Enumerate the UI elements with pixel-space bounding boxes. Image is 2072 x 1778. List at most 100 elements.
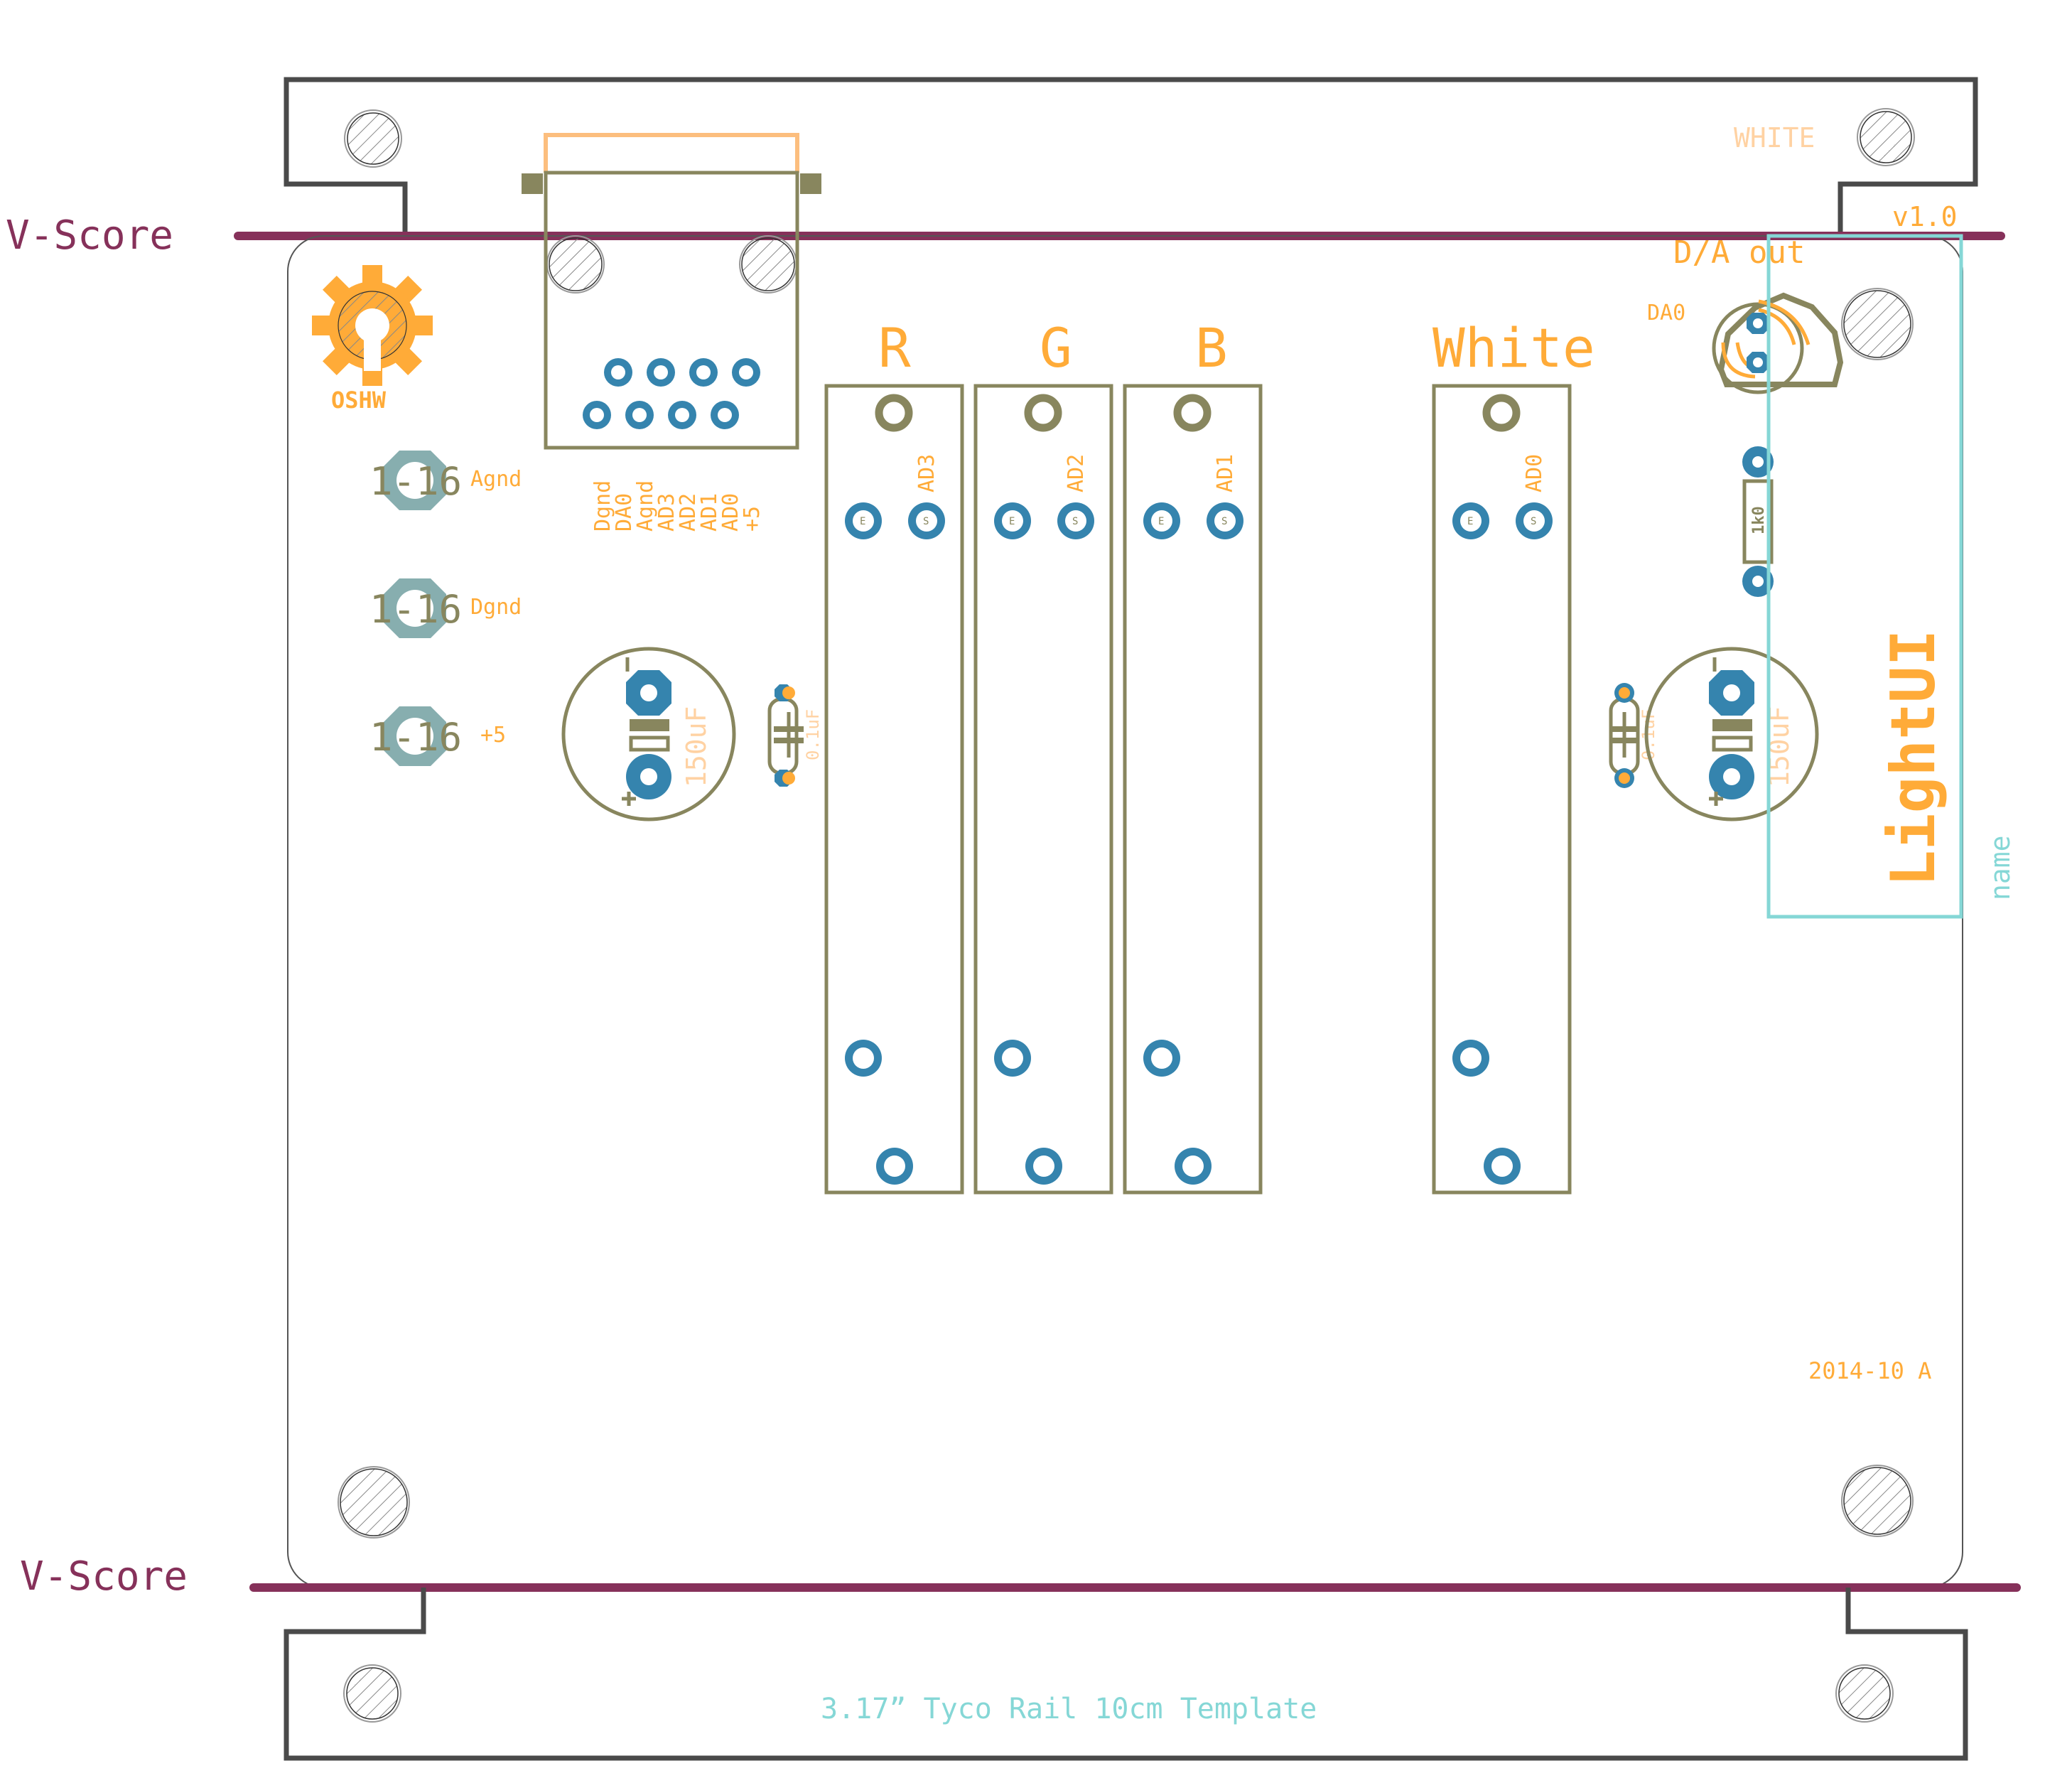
slider-pad-e (845, 502, 882, 539)
pin-label: Dgnd (590, 480, 615, 532)
mounting-hole-board-bl (338, 1466, 410, 1539)
slider-body (824, 384, 964, 1195)
pin-label: AD0 (718, 493, 743, 532)
pin-label: AD2 (676, 493, 701, 532)
oshw-label: OSHW (331, 387, 387, 414)
vscore-bottom-label: V-Score (20, 1553, 188, 1600)
terminal-part-label: 1-16 (369, 459, 462, 504)
slider-pad (1025, 1148, 1062, 1185)
pad-e-label: E (860, 516, 865, 527)
pad-e-label: E (1467, 516, 1473, 527)
mounting-hole-tr-connector (739, 235, 797, 293)
color-tag-text: WHITE (1734, 122, 1815, 153)
connector-pin (711, 401, 739, 429)
pad-s-label: S (1531, 516, 1536, 527)
connector-pin-labels: Dgnd DA0 Agnd AD3 AD2 AD1 AD0 +5 (590, 480, 765, 532)
pad-e-label: E (1009, 516, 1015, 527)
pad-s-label: S (1221, 516, 1227, 527)
bottom-rail-hole-right (1835, 1664, 1894, 1723)
terminal-part-label: 1-16 (369, 715, 462, 760)
terminal-net-label: Agnd (470, 467, 522, 492)
slider-pad (994, 1040, 1031, 1077)
slider-pad-e (1452, 502, 1489, 539)
connector-pin (668, 401, 696, 429)
da-out-label: D/A out (1673, 235, 1805, 271)
rj-connector (522, 133, 821, 450)
document-title: LightUI (1878, 630, 1949, 887)
connector-pin (732, 358, 760, 387)
resistor-1k0: 1k0 (1742, 446, 1774, 597)
template-label: 3.17” Tyco Rail 10cm Template (821, 1693, 1317, 1725)
slider-mount-hole (875, 394, 913, 432)
document-frame (1766, 234, 1963, 919)
slider-mount-hole (1482, 394, 1521, 432)
resistor-value-label: 1k0 (1750, 506, 1768, 534)
slider-r-label: R (878, 316, 911, 379)
slider-pad-s (1516, 502, 1553, 539)
connector-pin (689, 358, 718, 387)
mounting-hole-tl (546, 235, 605, 293)
pin-label: DA0 (612, 493, 637, 532)
slider-net-label: AD1 (1213, 454, 1238, 492)
slider-net-label: AD0 (1522, 454, 1547, 492)
date-revision: 2014-10 A (1808, 1357, 1931, 1384)
slider-pad-s (1207, 502, 1243, 539)
slider-net-label: AD3 (914, 454, 939, 492)
top-rail-hole-right (1857, 108, 1915, 166)
version-text: v1.0 (1892, 201, 1958, 232)
slider-pad (1452, 1040, 1489, 1077)
slider-pad-e (994, 502, 1031, 539)
connector-pin (625, 401, 654, 429)
power-terminal-dgnd[interactable]: 1-16 Dgnd (369, 578, 522, 638)
pin-label: +5 (740, 506, 765, 532)
document-name: name (1985, 835, 2016, 900)
oshw-gear-icon (312, 265, 433, 386)
slider-pad (1175, 1148, 1212, 1185)
pin-label: Agnd (633, 480, 658, 532)
connector-pin (583, 401, 611, 429)
terminal-net-label: +5 (480, 723, 506, 748)
slider-pad (845, 1040, 882, 1077)
bottom-rail-hole-left (343, 1664, 401, 1723)
pad-s-label: S (1072, 516, 1078, 527)
top-rail-hole-left (344, 109, 402, 168)
top-rail-outline (284, 77, 1978, 236)
mounting-hole-board-br (1841, 1465, 1914, 1537)
vscore-top-label: V-Score (6, 212, 173, 259)
power-terminal-agnd[interactable]: 1-16 Agnd (369, 451, 522, 510)
slider-mount-hole (1024, 394, 1062, 432)
slider-g-label: G (1040, 316, 1072, 379)
power-terminal-5v[interactable]: 1-16 +5 (369, 706, 506, 766)
slider-body (1123, 384, 1263, 1195)
slider-mount-hole (1173, 394, 1212, 432)
pad-s-label: S (923, 516, 929, 527)
connector-pin (604, 358, 632, 387)
cap-value-label: 150uF (681, 706, 712, 787)
slider-body (1432, 384, 1572, 1195)
pin-label: AD1 (697, 493, 722, 532)
slider-pad-s (1057, 502, 1094, 539)
slider-white-label: White (1432, 316, 1595, 379)
connector-pin (647, 358, 675, 387)
cap-value-label: 0.1uF (803, 709, 823, 760)
terminal-part-label: 1-16 (369, 587, 462, 632)
pin-label: AD3 (654, 493, 679, 532)
slider-pad (1484, 1148, 1521, 1185)
mounting-hole-board-tr (1841, 288, 1914, 360)
da-net-label: DA0 (1647, 301, 1685, 325)
terminal-net-label: Dgnd (470, 595, 522, 620)
slider-pad-s (908, 502, 945, 539)
slider-pad-e (1143, 502, 1180, 539)
bottom-rail-outline (284, 1588, 1968, 1761)
slider-pad (1143, 1040, 1180, 1077)
slider-body (973, 384, 1113, 1195)
electrolytic-capacitor-left: 150uF (561, 647, 736, 821)
slider-pad (876, 1148, 913, 1185)
electrolytic-capacitor-right: 150uF (1644, 647, 1819, 821)
rj-pins (583, 358, 760, 429)
